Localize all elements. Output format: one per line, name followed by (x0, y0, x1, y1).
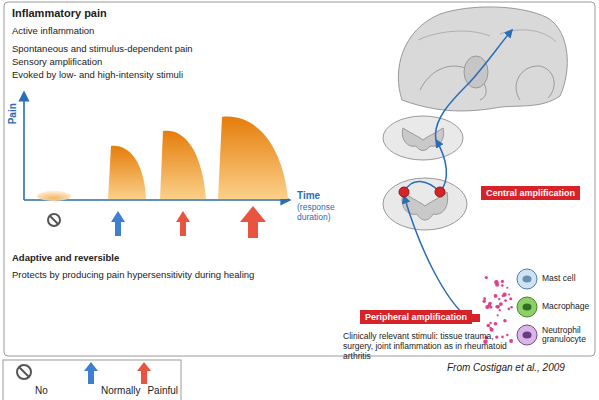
label-text: Inflammatory pain (12, 7, 107, 20)
ascending-tract (435, 30, 512, 140)
label-text: Protects by producing pain hypersensitiv… (12, 270, 254, 281)
cell-icon (516, 268, 538, 290)
ascending-tract (436, 140, 446, 192)
no-stimulus-symbol (48, 214, 60, 226)
response-high (218, 117, 288, 199)
strong-painful-arrow (240, 206, 266, 238)
legend-text: Normally (101, 385, 140, 396)
node-text: Peripheral amplification (365, 312, 467, 322)
drg-amplification-dot (399, 187, 409, 197)
legend-no-symbol (17, 365, 31, 379)
label-text: (response duration) (297, 203, 353, 223)
legend-text: No (35, 385, 48, 396)
legend-painful-arrow (137, 362, 151, 384)
response-low (108, 146, 146, 199)
cell-node: Neutrophil granulocyte (516, 324, 592, 346)
legend-frame (3, 360, 181, 400)
label-text: Clinically relevant stimuli: tissue trau… (343, 332, 515, 361)
cell-icon (516, 296, 538, 318)
response-mid (160, 131, 206, 199)
nerve-fibre (404, 196, 468, 318)
y-axis (23, 92, 25, 200)
label-text: Spontaneous and stimulus-dependent pain (12, 44, 193, 55)
amplification-box: Peripheral amplification (360, 310, 472, 324)
cell-icon (516, 324, 538, 346)
node-text: Neutrophil granulocyte (542, 326, 592, 345)
response-none (37, 191, 71, 201)
label-text: Adaptive and reversible (12, 253, 119, 264)
legend-text: Painful (147, 385, 178, 396)
label-text: Sensory amplification (12, 57, 102, 68)
spinal-cord-lower (383, 178, 467, 230)
brain-section (398, 7, 567, 111)
panel-border (4, 2, 595, 356)
dorsal-horn-amplification-dot (435, 187, 445, 197)
innocuous-arrow (111, 211, 125, 236)
cell-node: Mast cell (516, 268, 592, 290)
node-text: Mast cell (542, 274, 592, 283)
label-text: Pain (7, 103, 19, 124)
amplification-box: Central amplification (481, 186, 580, 200)
painful-arrow (176, 211, 190, 236)
label-text: From Costigan et al., 2009 (447, 362, 565, 374)
legend-innocuous-arrow (84, 362, 98, 384)
label-text: Active inflammation (12, 26, 94, 37)
label-text: Time (297, 190, 320, 202)
label-text: Evoked by low- and high-intensity stimul… (12, 70, 183, 81)
spinal-cord-upper (383, 116, 463, 160)
nerve-fibre (404, 181, 440, 192)
node-text: Macrophage (542, 302, 592, 311)
node-text: Central amplification (486, 188, 575, 198)
cell-node: Macrophage (516, 296, 592, 318)
